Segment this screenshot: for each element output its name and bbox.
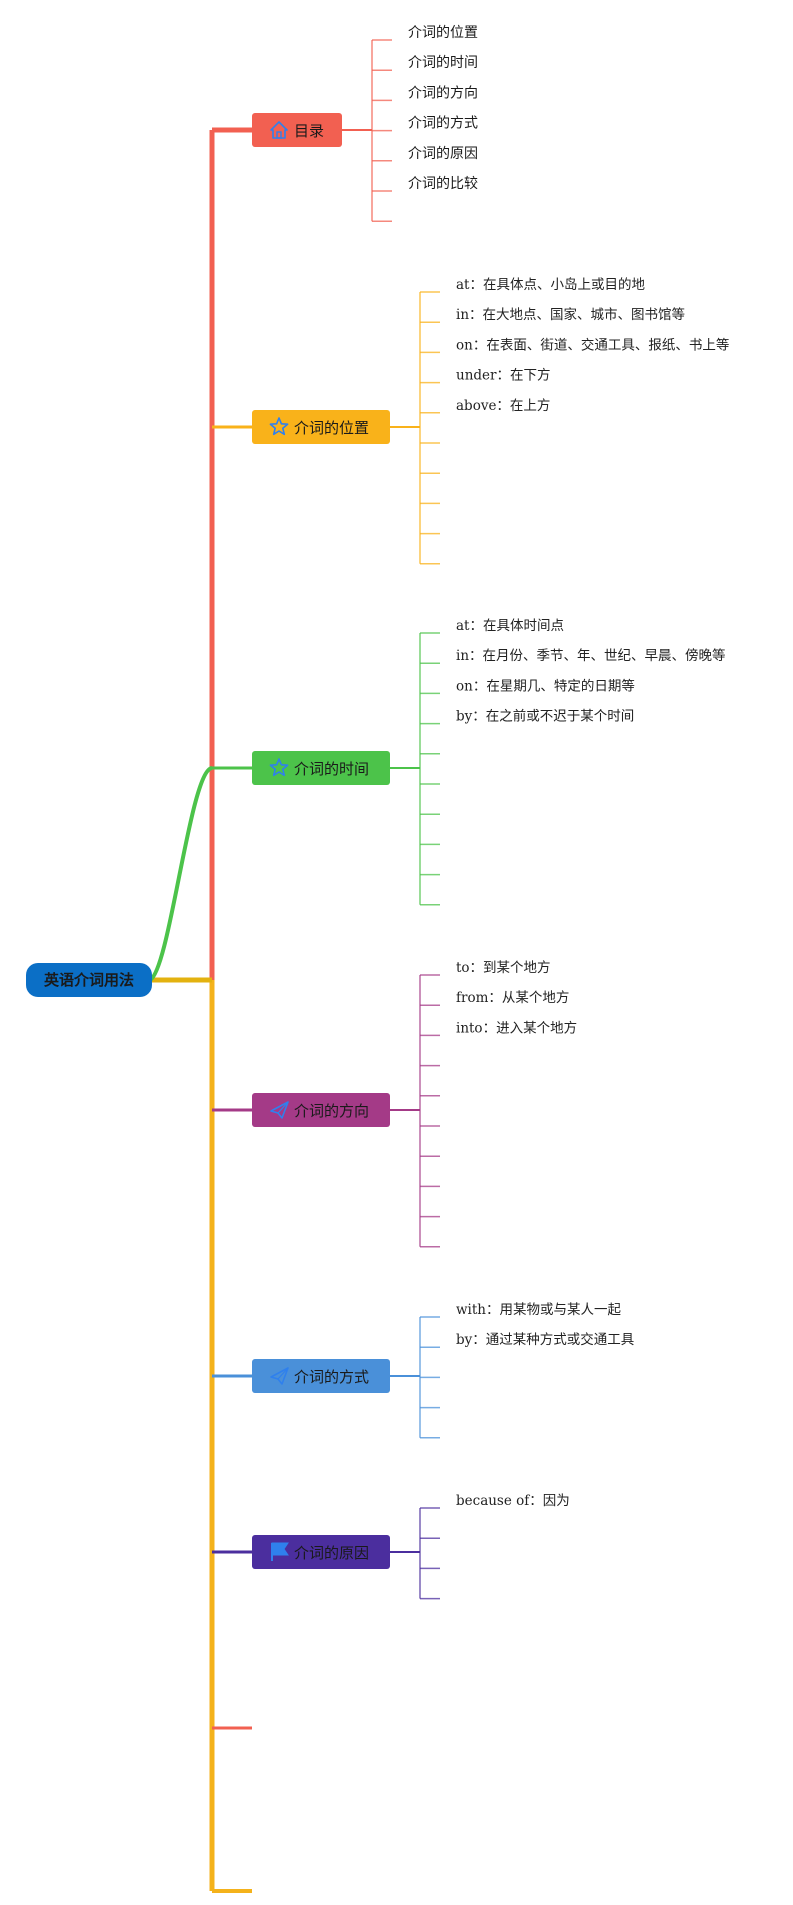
leaf-label[interactable]: in：在大地点、国家、城市、图书馆等 xyxy=(456,306,685,323)
branch-node-box xyxy=(252,751,390,785)
leaf-label[interactable]: under：在下方 xyxy=(456,368,550,384)
branch-node[interactable]: 介词的方式 xyxy=(252,1359,390,1393)
branch-node[interactable]: 目录 xyxy=(252,113,342,147)
home-icon xyxy=(270,121,288,139)
connector-lines xyxy=(148,39,440,1893)
branch-node-label: 介词的时间 xyxy=(294,760,369,778)
flag-icon xyxy=(271,1542,289,1561)
send-fold xyxy=(277,1367,289,1380)
send-shape xyxy=(270,1101,289,1119)
branch-node-box xyxy=(252,410,390,444)
branch-node[interactable]: 介词的时间 xyxy=(252,751,390,785)
branch-node-label: 介词的原因 xyxy=(294,1544,369,1562)
leaf-label[interactable]: by：通过某种方式或交通工具 xyxy=(456,1331,634,1348)
leaf-label[interactable]: because of：因为 xyxy=(456,1493,570,1509)
leaf-label[interactable]: at：在具体点、小岛上或目的地 xyxy=(456,277,645,293)
home-door xyxy=(276,131,282,139)
leaf-label[interactable]: 介词的方向 xyxy=(408,85,478,101)
branch-node-box xyxy=(252,1359,390,1393)
trunk-green-accent xyxy=(148,766,214,982)
branch-node-label: 介词的方向 xyxy=(294,1102,369,1120)
root-node-label: 英语介词用法 xyxy=(44,971,134,989)
send-icon xyxy=(270,1367,289,1385)
branch-node[interactable]: 介词的方向 xyxy=(252,1093,390,1127)
branch-node-label: 介词的方式 xyxy=(294,1368,369,1386)
leaf-label[interactable]: at：在具体时间点 xyxy=(456,618,564,634)
star-icon xyxy=(269,758,289,777)
leaf-label[interactable]: 介词的比较 xyxy=(408,176,478,192)
branch-node-box xyxy=(252,1093,390,1127)
star-icon xyxy=(269,417,289,436)
leaf-label[interactable]: by：在之前或不迟于某个时间 xyxy=(456,708,634,725)
star-shape xyxy=(269,417,289,436)
leaf-label[interactable]: on：在星期几、特定的日期等 xyxy=(456,677,635,694)
leaf-label[interactable]: from：从某个地方 xyxy=(456,990,569,1006)
branch-node-label: 目录 xyxy=(294,122,324,140)
send-fold xyxy=(277,1101,289,1114)
leaf-label[interactable]: 介词的原因 xyxy=(408,146,478,162)
leaf-label[interactable]: above：在上方 xyxy=(456,398,550,414)
root-node[interactable]: 英语介词用法 xyxy=(26,963,152,997)
branch-node[interactable]: 介词的原因 xyxy=(252,1535,390,1569)
mind-map-nodes: 英语介词用法 介词的位置介词的时间介词的方向介词的方式介词的原因介词的比较目录a… xyxy=(26,25,729,1569)
home-shape xyxy=(270,121,288,139)
leaf-label[interactable]: on：在表面、街道、交通工具、报纸、书上等 xyxy=(456,336,729,353)
leaf-label[interactable]: in：在月份、季节、年、世纪、早晨、傍晚等 xyxy=(456,647,726,664)
root-node-box xyxy=(26,963,152,997)
leaf-label[interactable]: 介词的位置 xyxy=(408,25,478,41)
leaf-label[interactable]: 介词的方式 xyxy=(408,116,478,132)
leaf-label[interactable]: into：进入某个地方 xyxy=(456,1020,577,1036)
send-icon xyxy=(270,1101,289,1119)
leaf-label[interactable]: 介词的时间 xyxy=(408,55,478,71)
leaf-label[interactable]: to：到某个地方 xyxy=(456,960,551,976)
branch-node[interactable]: 介词的位置 xyxy=(252,410,390,444)
send-shape xyxy=(270,1367,289,1385)
star-shape xyxy=(269,758,289,777)
branch-node-label: 介词的位置 xyxy=(294,419,369,437)
flag-cloth xyxy=(271,1542,289,1556)
leaf-label[interactable]: with：用某物或与某人一起 xyxy=(456,1302,621,1318)
